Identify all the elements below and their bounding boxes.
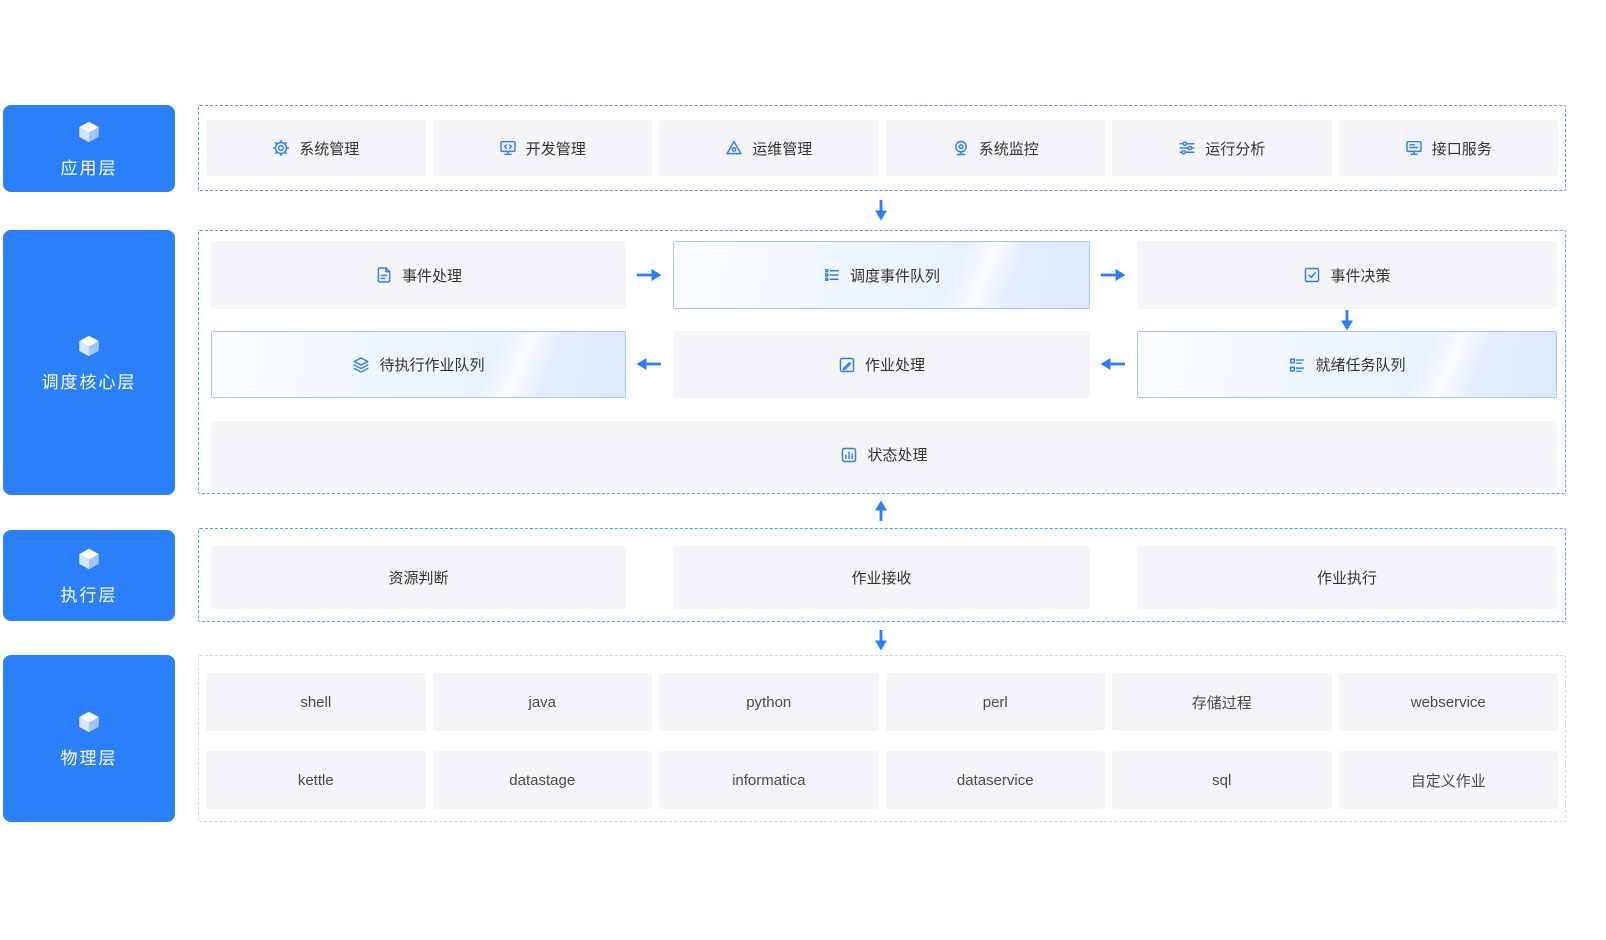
physical-node-label: informatica — [732, 771, 806, 789]
app-module-ops-management: 运维管理 — [659, 120, 879, 176]
arrow-app-to-core — [874, 199, 888, 221]
physical-node-python: python — [659, 673, 879, 731]
app-module-label: 开发管理 — [525, 140, 586, 158]
layer-card-core: 调度核心层 — [3, 230, 175, 495]
physical-node-informatica: informatica — [659, 751, 879, 809]
physical-node-label: 自定义作业 — [1410, 772, 1486, 790]
physical-node-label: dataservice — [956, 771, 1034, 789]
physical-node-label: shell — [300, 693, 332, 711]
arrow-queue-to-decision — [1100, 268, 1126, 282]
layer-card-exec: 执行层 — [3, 530, 175, 621]
app-module-label: 运行分析 — [1205, 140, 1266, 158]
core-node-ready-task-queue: 就绪任务队列 — [1137, 331, 1557, 398]
physical-node-label: kettle — [297, 771, 334, 789]
core-node-label: 待执行作业队列 — [379, 357, 485, 374]
layer-card-application: 应用层 — [3, 105, 175, 192]
physical-node-label: perl — [982, 693, 1008, 711]
core-node-job-processing: 作业处理 — [673, 331, 1090, 398]
exec-node-label: 作业接收 — [851, 570, 912, 587]
cube-icon — [76, 333, 102, 359]
physical-node-shell: shell — [206, 673, 426, 731]
arrow-decision-to-ready — [1340, 309, 1354, 331]
core-node-label: 调度事件队列 — [849, 267, 940, 285]
app-module-label: 系统监控 — [978, 140, 1039, 158]
cube-icon — [76, 546, 102, 572]
physical-node-sql: sql — [1112, 751, 1332, 809]
status-chart-icon — [840, 446, 858, 464]
pending-stack-icon — [352, 356, 370, 374]
app-module-dev-management: 开发管理 — [432, 120, 652, 176]
physical-node-stored-procedure: 存储过程 — [1112, 673, 1332, 731]
exec-node-label: 作业执行 — [1316, 570, 1377, 587]
physical-layer-panel: shell java python perl 存储过程 webservice k… — [198, 655, 1566, 822]
exec-node-label: 资源判断 — [388, 570, 449, 587]
physical-node-label: python — [746, 693, 792, 711]
core-node-label: 就绪任务队列 — [1315, 357, 1406, 374]
physical-node-perl: perl — [885, 673, 1105, 731]
core-node-label: 事件处理 — [401, 267, 462, 285]
layer-label-application: 应用层 — [60, 158, 118, 178]
app-module-system-monitor: 系统监控 — [885, 120, 1105, 176]
monitor-camera-icon — [952, 139, 970, 157]
interface-monitor-icon — [1405, 139, 1423, 157]
core-node-schedule-event-queue: 调度事件队列 — [673, 241, 1090, 309]
arrow-ready-to-job — [1100, 357, 1126, 371]
physical-node-label: sql — [1212, 771, 1232, 789]
layer-label-core: 调度核心层 — [41, 372, 137, 392]
app-module-label: 系统管理 — [299, 140, 360, 158]
physical-node-datastage: datastage — [432, 751, 652, 809]
physical-row-1: shell java python perl 存储过程 webservice — [206, 673, 1558, 731]
arrow-exec-to-core — [874, 500, 888, 522]
core-node-label: 事件决策 — [1330, 267, 1391, 285]
gear-icon — [272, 139, 290, 157]
exec-node-job-receive: 作业接收 — [673, 546, 1090, 609]
core-node-event-decision: 事件决策 — [1137, 241, 1557, 309]
physical-node-label: datastage — [509, 771, 576, 789]
core-layer-panel: 事件处理 调度事件队列 事件决策 待执行作业队列 作业处理 — [198, 230, 1566, 494]
app-module-label: 运维管理 — [752, 140, 813, 158]
physical-node-java: java — [432, 673, 652, 731]
layer-label-physical: 物理层 — [60, 748, 118, 768]
analysis-sliders-icon — [1178, 139, 1196, 157]
decision-check-icon — [1303, 266, 1321, 284]
job-edit-icon — [838, 356, 856, 374]
queue-list-icon — [823, 266, 841, 284]
dev-code-monitor-icon — [499, 139, 517, 157]
arrow-exec-to-physical — [874, 629, 888, 651]
core-node-label: 作业处理 — [864, 357, 925, 374]
exec-node-resource-judgment: 资源判断 — [211, 546, 626, 609]
physical-node-label: 存储过程 — [1191, 694, 1252, 712]
application-layer-panel: 系统管理 开发管理 运维管理 系统监控 运行分析 — [198, 105, 1566, 191]
app-module-run-analysis: 运行分析 — [1112, 120, 1332, 176]
physical-node-dataservice: dataservice — [885, 751, 1105, 809]
core-node-pending-job-queue: 待执行作业队列 — [211, 331, 626, 398]
app-module-label: 接口服务 — [1431, 140, 1492, 158]
app-module-system-management: 系统管理 — [206, 120, 426, 176]
physical-node-webservice: webservice — [1338, 673, 1558, 731]
cube-icon — [76, 709, 102, 735]
event-file-icon — [375, 266, 393, 284]
exec-layer-panel: 资源判断 作业接收 作业执行 — [198, 528, 1566, 622]
ops-triangle-icon — [725, 139, 743, 157]
core-node-event-processing: 事件处理 — [211, 241, 626, 309]
layer-label-exec: 执行层 — [60, 585, 118, 605]
cube-icon — [76, 119, 102, 145]
core-node-label: 状态处理 — [867, 447, 928, 464]
arrow-event-to-queue — [636, 268, 662, 282]
physical-node-label: java — [528, 693, 557, 711]
physical-node-kettle: kettle — [206, 751, 426, 809]
app-module-interface-service: 接口服务 — [1338, 120, 1558, 176]
physical-row-2: kettle datastage informatica dataservice… — [206, 751, 1558, 809]
layer-card-physical: 物理层 — [3, 655, 175, 822]
physical-node-label: webservice — [1410, 693, 1486, 711]
core-node-status-processing: 状态处理 — [211, 421, 1557, 488]
arrow-job-to-pending — [636, 357, 662, 371]
ready-list-icon — [1288, 356, 1306, 374]
physical-node-custom-job: 自定义作业 — [1338, 751, 1558, 809]
exec-node-job-execute: 作业执行 — [1137, 546, 1557, 609]
